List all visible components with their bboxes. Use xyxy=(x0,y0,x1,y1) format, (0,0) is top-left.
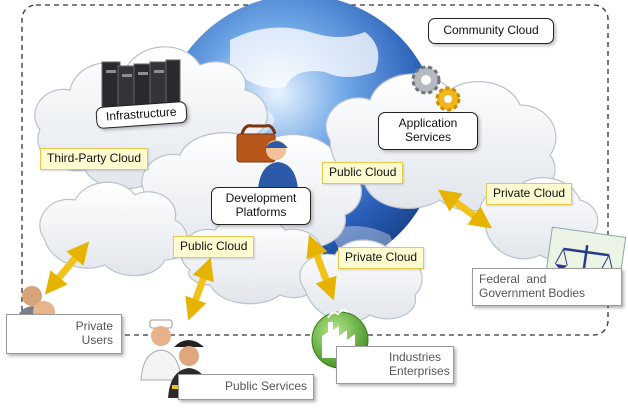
developer-icon xyxy=(236,124,298,190)
private-users-line1: Private xyxy=(75,319,113,333)
industries-line2: Enterprises xyxy=(389,363,450,378)
application-services-line2: Services xyxy=(404,129,451,144)
server-icon xyxy=(101,59,181,115)
industries-line1: Industries xyxy=(389,350,442,364)
private-users-line2: Users xyxy=(81,332,113,347)
application-services-label: Application Services xyxy=(378,112,478,150)
arrow-public-services xyxy=(185,257,214,321)
arrow-industries xyxy=(306,234,337,301)
third-party-cloud-label: Third-Party Cloud xyxy=(40,148,149,170)
arrow-federal xyxy=(437,189,493,229)
public-cloud-bottom-label: Public Cloud xyxy=(173,236,255,258)
private-cloud-right-label: Private Cloud xyxy=(486,183,573,205)
federal-line2: Government Bodies xyxy=(479,285,586,300)
private-users-label: Private Users xyxy=(6,314,122,354)
connection-arrows xyxy=(44,189,493,321)
development-platforms-label: Development Platforms xyxy=(211,187,311,225)
development-platforms-line1: Development xyxy=(225,191,297,205)
gears-icon xyxy=(411,65,461,112)
application-services-line1: Application xyxy=(398,116,458,130)
public-services-label: Public Services xyxy=(178,374,314,400)
arrow-private-users xyxy=(44,241,90,295)
community-cloud-label: Community Cloud xyxy=(428,18,554,44)
federal-line1: Federal and xyxy=(479,272,547,286)
public-cloud-top-label: Public Cloud xyxy=(322,162,404,184)
private-cloud-bottom-label: Private Cloud xyxy=(338,247,425,269)
development-platforms-line2: Platforms xyxy=(235,204,287,219)
federal-government-label: Federal and Government Bodies xyxy=(472,268,622,306)
industries-enterprises-label: Industries Enterprises xyxy=(336,346,454,384)
